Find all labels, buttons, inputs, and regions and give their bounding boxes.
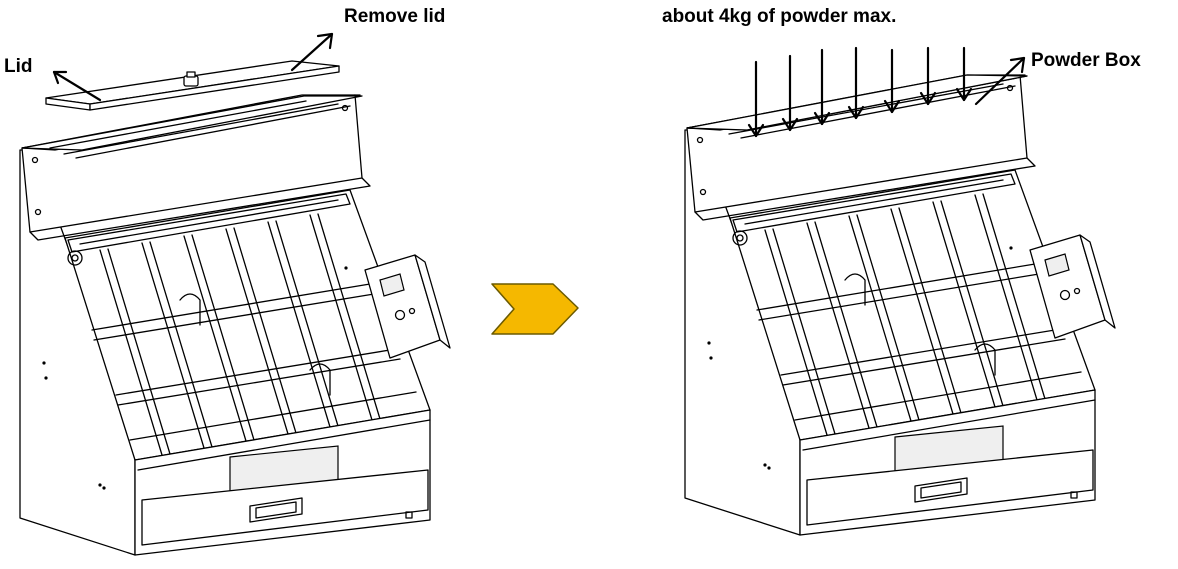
lid-pointer-arrow-icon <box>52 70 102 102</box>
fill-arrow-icon <box>955 46 973 102</box>
powder-box-pointer-arrow-icon <box>974 56 1026 106</box>
remove-lid-label: Remove lid <box>344 6 445 27</box>
capacity-note: about 4kg of powder max. <box>662 6 896 27</box>
machine-left-illustration <box>19 94 451 556</box>
fill-arrow-icon <box>813 48 831 126</box>
lid-label: Lid <box>4 56 33 77</box>
fill-arrow-icon <box>747 60 765 138</box>
fill-arrows <box>747 46 973 138</box>
fill-arrow-icon <box>883 48 901 114</box>
remove-lid-arrow-icon <box>290 32 334 72</box>
step-arrow-icon <box>491 283 579 335</box>
powder-box-label: Powder Box <box>1031 50 1141 71</box>
machine-right-illustration <box>684 74 1116 536</box>
fill-arrow-icon <box>781 54 799 132</box>
fill-arrow-icon <box>847 46 865 120</box>
fill-arrow-icon <box>919 46 937 106</box>
lid-illustration <box>45 60 340 111</box>
